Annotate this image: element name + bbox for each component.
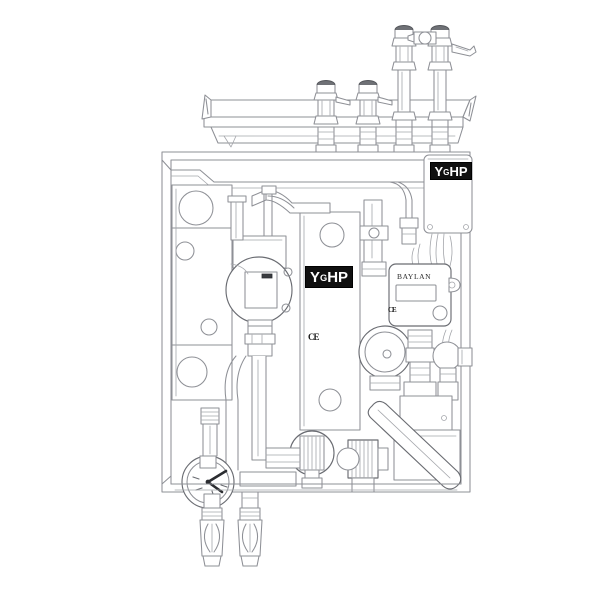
right-pipe-column — [359, 181, 419, 277]
ce-mark-meter: CE — [388, 306, 397, 314]
brand-badge-main-suffix: HP — [327, 268, 349, 286]
angled-spout — [451, 43, 477, 57]
flow-meter — [388, 263, 461, 327]
center-pipes — [224, 185, 277, 471]
chassis-left-edge — [161, 159, 172, 485]
brand-badge-top-prefix: Y — [434, 163, 444, 179]
bottom-fitting-caps — [203, 491, 259, 509]
insulated-pipe — [367, 400, 462, 490]
flow-meter-brand-label: BAYLAN — [397, 272, 432, 281]
brand-badge-main-subscript: G — [319, 273, 328, 284]
inlet-fitting-right — [237, 507, 263, 567]
valve-crossbar — [407, 31, 437, 45]
ce-mark-panel: CE — [308, 332, 319, 342]
brand-badge-top-subscript: G — [443, 167, 450, 177]
center-front-panel — [299, 211, 361, 431]
inlet-fitting-left — [199, 507, 225, 567]
gauge-stem-fitting — [200, 407, 220, 457]
circulation-pump — [225, 235, 293, 357]
chassis-bottom-rail — [170, 483, 462, 491]
lower-manifold — [239, 447, 301, 487]
brand-badge-top-suffix: HP — [449, 163, 468, 179]
expansion-flange — [358, 325, 412, 391]
plate-heat-exchanger — [171, 184, 233, 401]
manifold-valves — [313, 25, 453, 156]
brand-badge-main-prefix: Y — [309, 268, 320, 286]
left-riser-pipe — [227, 195, 247, 241]
